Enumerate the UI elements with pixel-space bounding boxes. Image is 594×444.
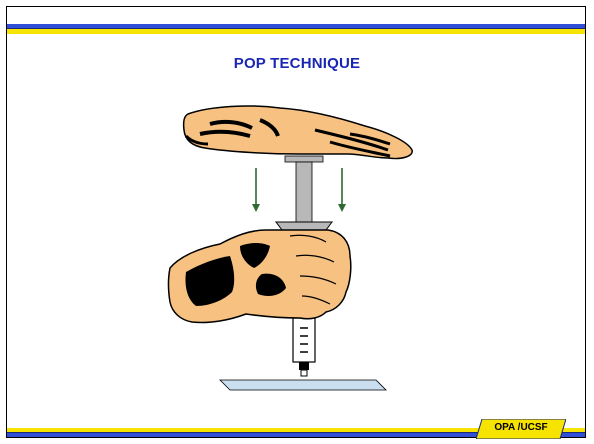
footer-tag-label: OPA /UCSF	[476, 422, 566, 433]
slide-title: POP TECHNIQUE	[0, 55, 594, 72]
gripping-hand-icon	[169, 230, 351, 323]
footer-tag: OPA /UCSF	[476, 419, 566, 439]
open-hand-icon	[184, 106, 413, 159]
slide-plate-icon	[220, 380, 386, 390]
top-stripe	[7, 24, 585, 34]
pop-technique-illustration	[150, 96, 430, 396]
